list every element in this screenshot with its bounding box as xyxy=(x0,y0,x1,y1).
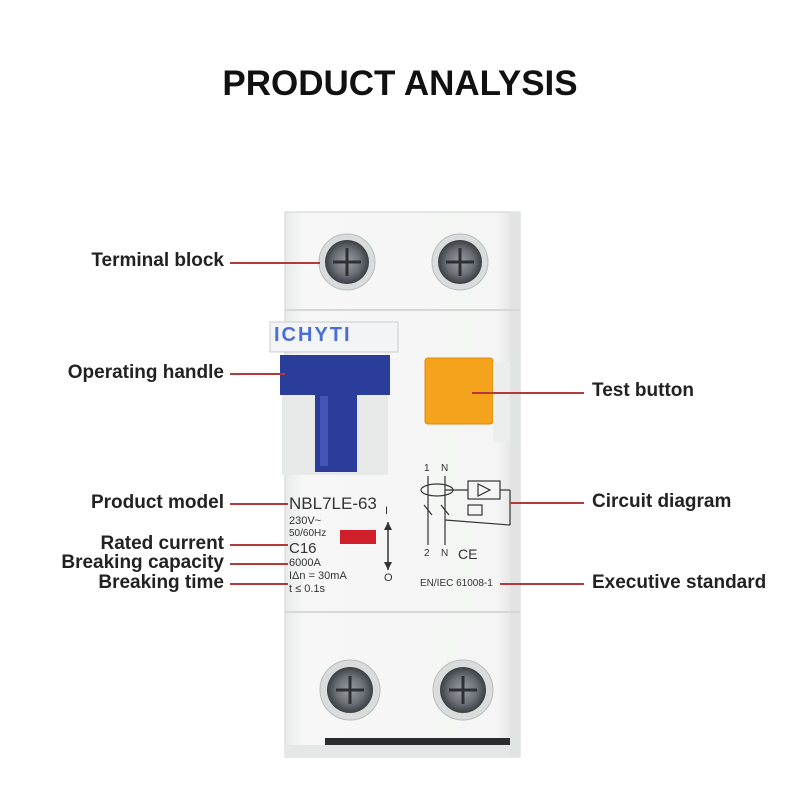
device-off-mark: O xyxy=(384,572,393,584)
terminal-n: N xyxy=(441,463,449,474)
label-rated-current: Rated current xyxy=(100,533,224,554)
device-current: C16 xyxy=(289,540,317,557)
leader-test-button xyxy=(472,392,584,394)
page-title: PRODUCT ANALYSIS xyxy=(222,64,578,103)
brand-logo: ICHYTI xyxy=(274,324,352,346)
terminal-n2: N xyxy=(441,548,449,559)
bottom-right-screw xyxy=(432,659,494,721)
bottom-left-screw xyxy=(319,659,381,721)
leader-operating-handle xyxy=(230,373,285,375)
leader-circuit-diagram xyxy=(510,502,584,504)
leader-breaking-time xyxy=(230,583,288,585)
leader-product-model xyxy=(230,503,288,505)
device-capacity: 6000A xyxy=(289,557,321,569)
label-breaking-time: Breaking time xyxy=(98,572,224,593)
device-model: NBL7LE-63 xyxy=(289,494,377,513)
label-circuit-diagram: Circuit diagram xyxy=(592,491,732,512)
label-product-model: Product model xyxy=(90,492,224,513)
ce-mark: CE xyxy=(458,546,478,562)
label-test-button: Test button xyxy=(592,380,695,401)
device-standard: EN/IEC 61008-1 xyxy=(420,578,493,589)
leader-breaking-capacity xyxy=(230,563,288,565)
brand-plate xyxy=(269,321,399,353)
device-residual: IΔn = 30mA xyxy=(289,570,347,582)
red-indicator xyxy=(340,530,376,544)
leader-rated-current xyxy=(230,544,288,546)
operating-handle xyxy=(280,355,390,475)
circuit-diagram xyxy=(420,476,511,545)
label-breaking-capacity: Breaking capacity xyxy=(61,552,224,573)
device-time: t ≤ 0.1s xyxy=(289,583,325,595)
device-voltage: 230V~ xyxy=(289,515,322,527)
top-left-screw xyxy=(318,233,376,291)
terminal-1: 1 xyxy=(424,463,430,474)
label-operating-handle: Operating handle xyxy=(67,362,224,383)
device-on-mark: I xyxy=(385,505,389,517)
terminal-2: 2 xyxy=(424,548,430,559)
test-button xyxy=(424,357,494,425)
device-frequency: 50/60Hz xyxy=(289,528,327,539)
label-terminal-block: Terminal block xyxy=(91,250,224,271)
leader-executive-standard xyxy=(500,583,584,585)
label-executive-standard: Executive standard xyxy=(592,572,767,593)
top-right-screw xyxy=(431,233,489,291)
leader-terminal-block xyxy=(230,262,320,264)
